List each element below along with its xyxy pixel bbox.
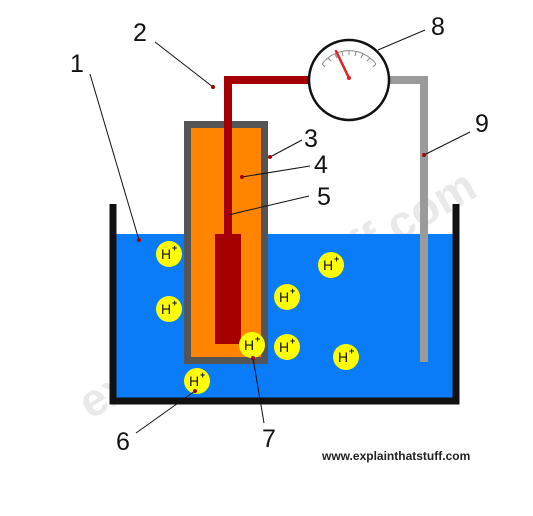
svg-text:H: H: [161, 246, 171, 262]
svg-text:H: H: [189, 373, 199, 389]
meter-scale: [321, 50, 377, 68]
meter-needle: [334, 49, 351, 80]
svg-text:+: +: [172, 243, 177, 253]
leader-line-2: [154, 41, 214, 88]
label-4: 4: [314, 151, 328, 179]
label-5: 5: [317, 183, 331, 211]
leader-line-3: [269, 139, 303, 158]
svg-text:+: +: [255, 334, 260, 344]
svg-text:+: +: [334, 254, 339, 264]
label-2: 2: [133, 19, 147, 47]
svg-text:H: H: [338, 349, 348, 365]
svg-text:H: H: [161, 301, 171, 317]
wire-red: [224, 76, 309, 234]
credit-text: www.explainthatstuff.com: [321, 449, 470, 463]
leader-line-7: [252, 357, 265, 424]
leader-line-6: [135, 390, 196, 434]
svg-text:+: +: [172, 298, 177, 308]
svg-text:H: H: [279, 339, 289, 355]
beaker-tank: [109, 204, 460, 405]
label-8: 8: [431, 13, 445, 41]
label-7: 7: [262, 425, 276, 453]
hydrogen-ions: H+ H+ H+ H+ H+ H+ H+ H+: [156, 241, 359, 394]
leader-line-1: [89, 73, 140, 241]
hydrogen-ion: H+: [184, 368, 210, 394]
leader-line-9: [423, 131, 471, 156]
svg-text:H: H: [244, 337, 254, 353]
hydrogen-ion: H+: [274, 284, 300, 310]
leader-dots: [137, 85, 426, 393]
leader-lines: [89, 29, 471, 434]
voltmeter: [307, 38, 391, 122]
svg-text:+: +: [290, 286, 295, 296]
leader-line-4: [241, 165, 311, 178]
wire-grey: [388, 76, 428, 362]
leader-line-5: [227, 195, 310, 216]
label-3: 3: [304, 125, 318, 153]
label-1: 1: [70, 50, 84, 78]
svg-text:H: H: [323, 257, 333, 273]
inner-electrode: [215, 234, 241, 344]
hydrogen-ion: H+: [274, 334, 300, 360]
hydrogen-ion: H+: [156, 241, 182, 267]
svg-text:+: +: [290, 336, 295, 346]
label-9: 9: [475, 110, 489, 138]
leader-line-8: [377, 29, 426, 51]
hydrogen-ion: H+: [156, 296, 182, 322]
hydrogen-ion: H+: [333, 344, 359, 370]
hydrogen-ion: H+: [318, 252, 344, 278]
svg-text:H: H: [279, 289, 289, 305]
hydrogen-ion: H+: [239, 332, 265, 358]
svg-text:+: +: [349, 346, 354, 356]
label-6: 6: [116, 428, 130, 456]
svg-text:+: +: [200, 370, 205, 380]
meter-pivot: [347, 76, 351, 80]
